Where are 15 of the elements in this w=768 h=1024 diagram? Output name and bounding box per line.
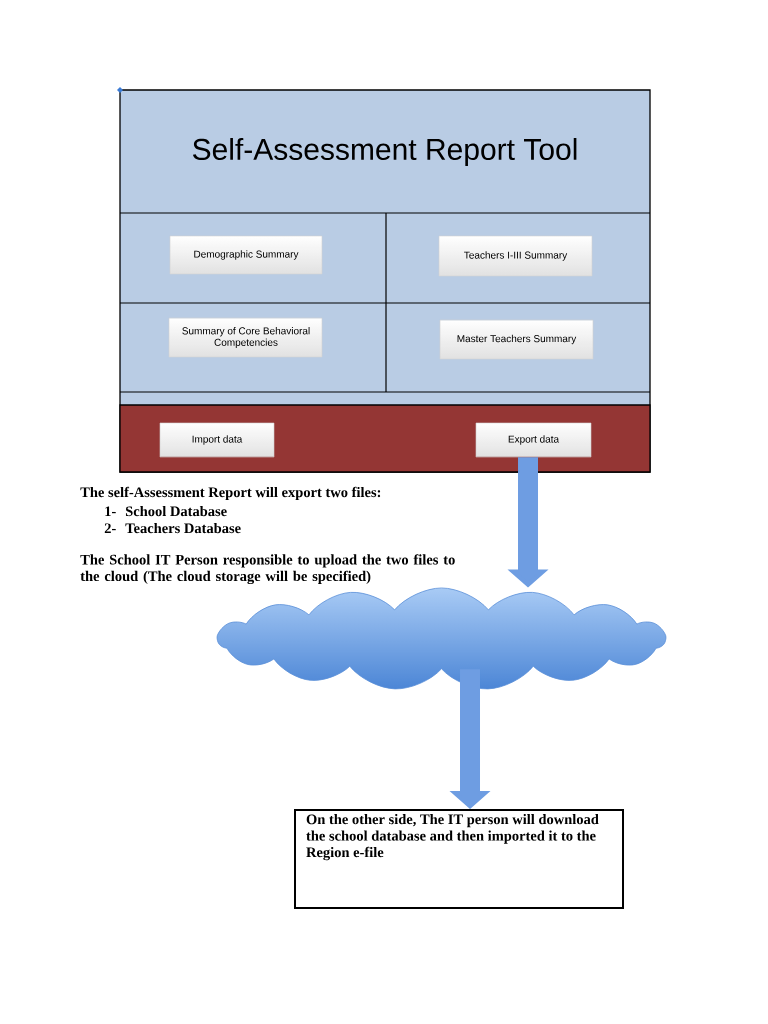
data-button: Import data <box>159 422 275 458</box>
note-box: On the other side, The IT person will download the school database and then imported it to the Region e-file <box>294 809 624 909</box>
note-text: The School IT Person responsible to upload the two files to the cloud (The cloud storage will be specified) <box>80 554 455 585</box>
panel-title: Self-Assessment Report Tool <box>192 138 577 166</box>
cloud <box>216 587 667 690</box>
report-button: Teachers I-III Summary <box>438 235 593 277</box>
list-number: 2- <box>104 523 116 533</box>
list-item: Teachers Database <box>125 522 241 534</box>
note-text: The self-Assessment Report will export two files: <box>80 486 381 501</box>
data-button: Export data <box>475 422 592 458</box>
report-button: Summary of Core Behavioral Competencies <box>168 317 323 358</box>
report-button: Master Teachers Summary <box>439 319 594 360</box>
report-button: Demographic Summary <box>169 235 323 275</box>
list-item: School Database <box>125 505 227 517</box>
list-number: 1- <box>105 506 116 516</box>
